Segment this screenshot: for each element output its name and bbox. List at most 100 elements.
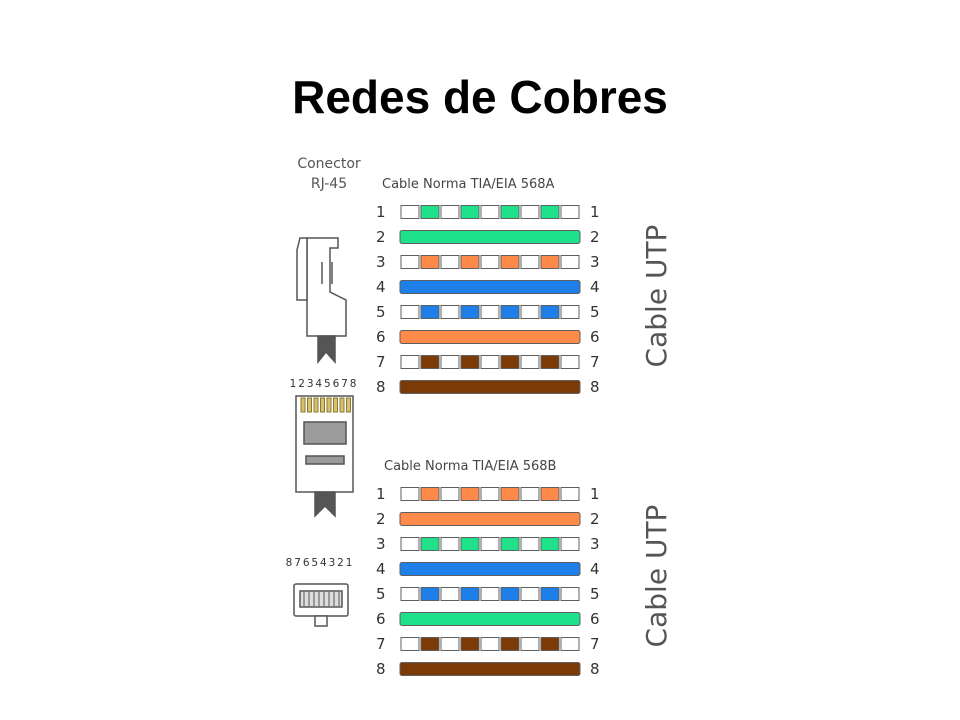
wire-segment bbox=[420, 537, 440, 551]
wire-solid bbox=[399, 330, 581, 344]
wire-pin-right-6: 6 bbox=[590, 328, 600, 346]
wire-segment bbox=[460, 305, 480, 319]
wire-segment bbox=[440, 487, 460, 501]
wire-segment bbox=[500, 255, 520, 269]
wire-pin-left-3: 3 bbox=[376, 535, 386, 553]
wire-segment bbox=[440, 205, 460, 219]
wire-segment bbox=[400, 537, 420, 551]
wire-segment bbox=[420, 637, 440, 651]
wire-segment bbox=[520, 355, 540, 369]
table-a-heading: Cable Norma TIA/EIA 568A bbox=[382, 177, 555, 192]
wire-solid bbox=[399, 512, 581, 526]
wire-solid bbox=[399, 280, 581, 294]
wire-segment bbox=[520, 537, 540, 551]
wire-segment bbox=[440, 255, 460, 269]
wire-solid bbox=[399, 230, 581, 244]
wire-segment bbox=[480, 255, 500, 269]
wire-segment bbox=[560, 355, 580, 369]
wire-segment bbox=[400, 637, 420, 651]
rj45-front-view bbox=[295, 395, 354, 518]
table-b-heading: Cable Norma TIA/EIA 568B bbox=[384, 459, 556, 474]
wire-segment bbox=[460, 487, 480, 501]
wire-segment bbox=[400, 205, 420, 219]
wire-segment bbox=[540, 587, 560, 601]
wire-segment bbox=[460, 637, 480, 651]
wire-pin-right-5: 5 bbox=[590, 303, 600, 321]
wire-segment bbox=[440, 355, 460, 369]
wire-solid bbox=[399, 562, 581, 576]
wire-pin-right-5: 5 bbox=[590, 585, 600, 603]
wire-segment bbox=[400, 587, 420, 601]
wire-solid bbox=[399, 380, 581, 394]
wire-segment bbox=[540, 487, 560, 501]
wire-segment bbox=[500, 587, 520, 601]
wire-segment bbox=[500, 637, 520, 651]
connector-pins-top: 12345678 bbox=[290, 378, 359, 390]
wire-pin-left-7: 7 bbox=[376, 635, 386, 653]
wire-segment bbox=[500, 305, 520, 319]
rj45-jack-view bbox=[293, 583, 349, 627]
wire-segment bbox=[500, 355, 520, 369]
wire-pin-right-7: 7 bbox=[590, 353, 600, 371]
wire-segment bbox=[400, 487, 420, 501]
connector-pins-bottom: 87654321 bbox=[286, 557, 355, 569]
wire-segment bbox=[560, 205, 580, 219]
wire-pin-left-3: 3 bbox=[376, 253, 386, 271]
wire-segment bbox=[480, 487, 500, 501]
wire-segment bbox=[460, 355, 480, 369]
wire-segment bbox=[540, 355, 560, 369]
wire-segment bbox=[420, 587, 440, 601]
wire-segment bbox=[540, 637, 560, 651]
wire-segment bbox=[520, 305, 540, 319]
wire-pin-right-1: 1 bbox=[590, 203, 600, 221]
wire-segment bbox=[480, 205, 500, 219]
wire-segment bbox=[460, 255, 480, 269]
wire-segment bbox=[420, 487, 440, 501]
wire-pin-right-2: 2 bbox=[590, 510, 600, 528]
wire-pin-right-3: 3 bbox=[590, 535, 600, 553]
wire-segment bbox=[480, 637, 500, 651]
wire-pin-left-8: 8 bbox=[376, 660, 386, 678]
wire-pin-right-8: 8 bbox=[590, 660, 600, 678]
wire-segment bbox=[520, 205, 540, 219]
wire-segment bbox=[440, 537, 460, 551]
wire-segment bbox=[560, 305, 580, 319]
wire-segment bbox=[540, 255, 560, 269]
wire-pin-left-1: 1 bbox=[376, 203, 386, 221]
wire-pin-left-4: 4 bbox=[376, 560, 386, 578]
wire-segment bbox=[520, 255, 540, 269]
wire-segment bbox=[480, 537, 500, 551]
wire-segment bbox=[420, 355, 440, 369]
wire-pin-left-6: 6 bbox=[376, 328, 386, 346]
wire-segment bbox=[440, 637, 460, 651]
wire-pin-left-2: 2 bbox=[376, 510, 386, 528]
wire-pin-left-2: 2 bbox=[376, 228, 386, 246]
wire-segment bbox=[460, 587, 480, 601]
wire-segment bbox=[560, 255, 580, 269]
wire-segment bbox=[400, 255, 420, 269]
wire-segment bbox=[480, 355, 500, 369]
wire-pin-right-3: 3 bbox=[590, 253, 600, 271]
wire-pin-right-1: 1 bbox=[590, 485, 600, 503]
rj45-side-view bbox=[296, 237, 347, 365]
wire-segment bbox=[460, 205, 480, 219]
wire-pin-left-5: 5 bbox=[376, 585, 386, 603]
wire-pin-right-6: 6 bbox=[590, 610, 600, 628]
wire-pin-left-8: 8 bbox=[376, 378, 386, 396]
